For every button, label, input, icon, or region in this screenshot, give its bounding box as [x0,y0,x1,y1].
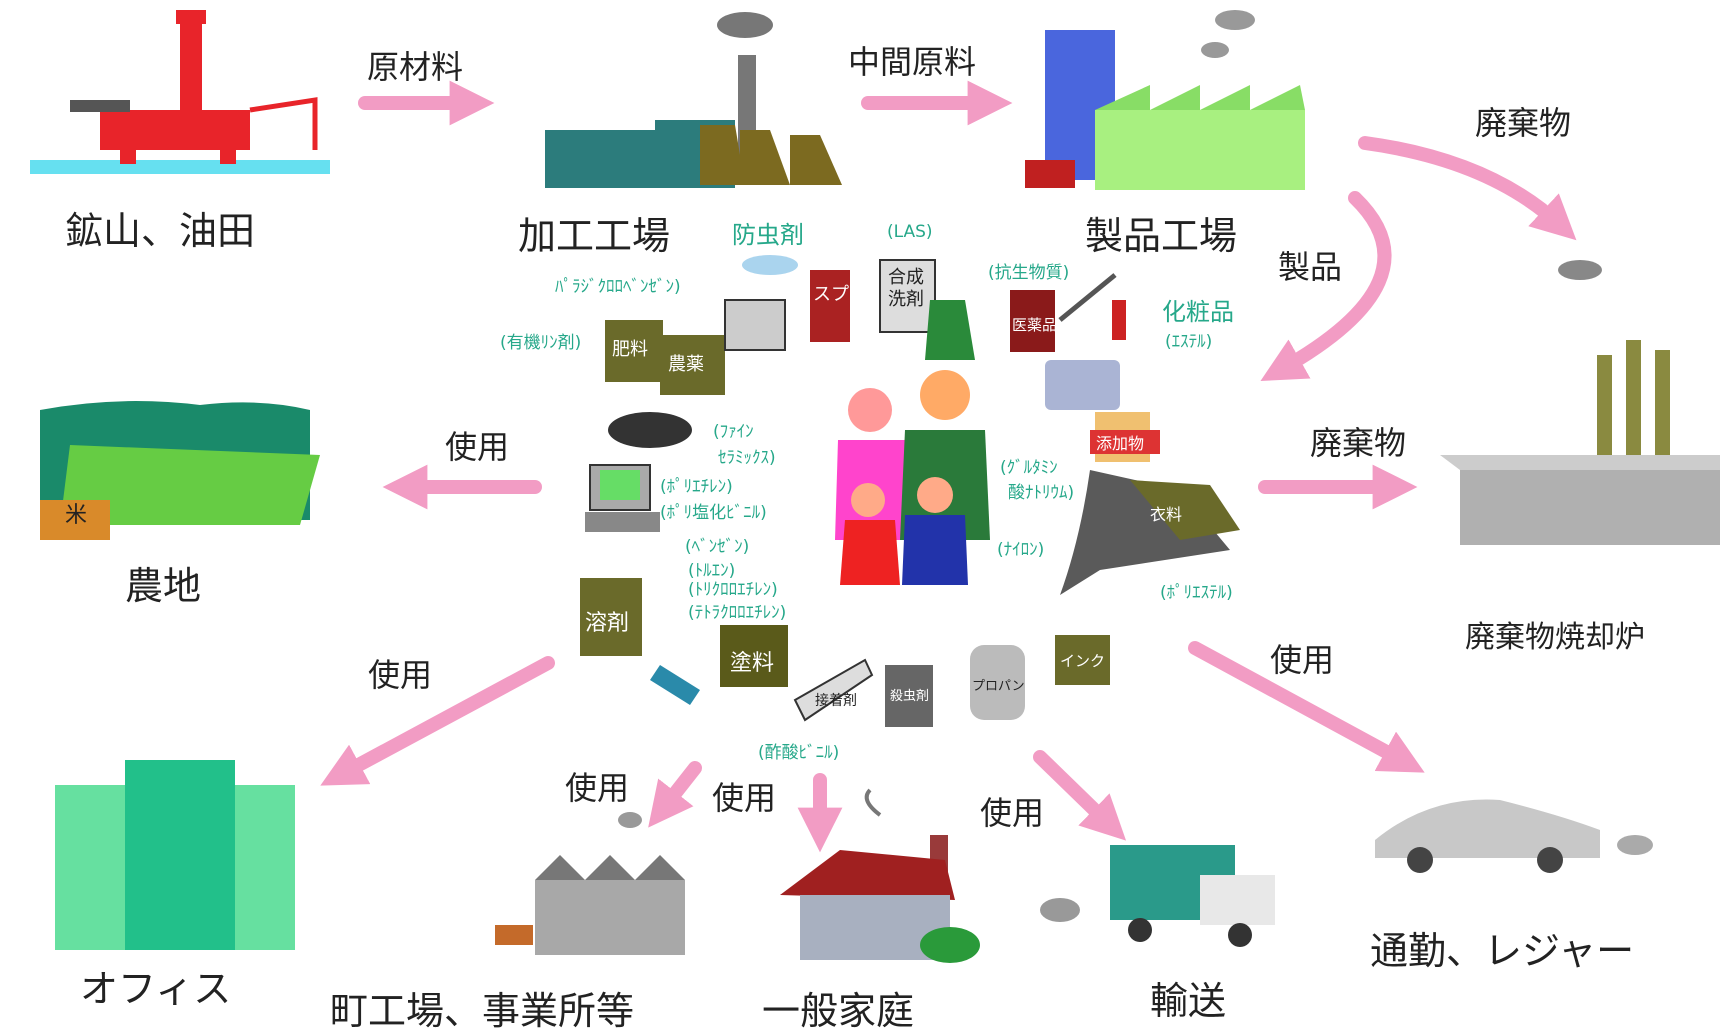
chem-glutamate-2: 酸ﾅﾄﾘｳﾑ) [1008,483,1075,503]
chem-las: (LAS) [887,222,933,242]
chem-fine-ceramics-2: ｾﾗﾐｯｸｽ) [718,448,776,468]
car-icon [1375,799,1653,873]
chem-paradichlorobenzene: ﾊﾟﾗｼﾞｸﾛﾛﾍﾞﾝｾﾞﾝ) [555,277,681,297]
oil-rig-icon [30,10,330,174]
processing-plant-icon [545,12,842,188]
spray-can [810,270,850,342]
spray-label: スプレ [813,284,867,305]
detergent-box [879,259,936,333]
node-processing-plant: 加工工場 [518,214,671,258]
adhesive-label: 接着剤 [815,692,857,709]
label-products: 製品 [1278,248,1343,286]
label-use-home: 使用 [712,779,777,817]
chemical-products-cluster [580,255,1240,727]
label-waste-mid: 廃棄物 [1310,424,1407,462]
fertilizer-label: 肥料 [612,339,648,360]
compact-case [1045,360,1120,410]
label-raw-materials: 原材料 [367,48,464,86]
propane-label: プロパン [972,679,1025,694]
chem-ester: (ｴｽﾃﾙ) [1165,332,1213,352]
pesticide-label: 農薬 [668,354,704,375]
product-factory-icon [1025,10,1305,190]
detergent-label-1: 合成 [888,267,924,288]
arrow-use-town [648,761,702,828]
label-use-town: 使用 [565,769,630,807]
chem-cosmetics: 化粧品 [1162,298,1234,326]
chem-pvc: (ﾎﾟﾘ塩化ﾋﾞﾆﾙ) [660,503,767,523]
chem-insecticide: 防虫剤 [732,221,804,249]
medicine-label: 医薬品 [1012,316,1057,334]
label-use-commute: 使用 [1270,641,1335,679]
arrow-waste-top [1358,136,1577,241]
farmland-icon: 米 [40,401,320,540]
clothes-label: 衣料 [1150,505,1182,524]
chem-antibiotic: (抗生物質) [988,263,1070,283]
node-commute-leisure: 通勤、レジャー [1370,929,1635,973]
truck-icon [1040,845,1275,947]
solvent-drum [580,578,642,656]
incinerator-icon [1440,260,1720,545]
node-incinerator: 廃棄物焼却炉 [1465,620,1645,655]
label-use-transport: 使用 [980,794,1045,832]
node-transport: 輸送 [1150,979,1227,1023]
chem-vinyl-acetate: (酢酸ﾋﾞﾆﾙ) [758,743,840,763]
label-intermediate: 中間原料 [848,43,977,81]
arrow-use-office [320,656,555,786]
detergent-label-2: 洗剤 [888,289,924,310]
chem-toluene: (ﾄﾙｴﾝ) [688,561,736,581]
insecticide-can-label: 殺虫剤 [890,688,929,704]
chem-tetrachloroethylene: (ﾃﾄﾗｸﾛﾛｴﾁﾚﾝ) [688,603,787,623]
node-town-factory: 町工場、事業所等 [330,989,635,1033]
node-farmland: 農地 [125,564,202,608]
medicine-bottle [1010,290,1055,352]
solvent-label: 溶剤 [585,611,629,636]
arrow-products [1260,191,1392,381]
paint-can [720,625,788,687]
node-household: 一般家庭 [762,989,915,1033]
arrow-use-transport [1033,750,1127,841]
chem-polyester: (ﾎﾟﾘｴｽﾃﾙ) [1160,583,1233,603]
family-icon [835,370,990,585]
chem-organophosphate: (有機ﾘﾝ剤) [500,333,582,353]
chem-polyethylene: (ﾎﾟﾘｴﾁﾚﾝ) [660,477,733,497]
rice-bag-label: 米 [65,503,87,528]
chem-fine-ceramics-1: (ﾌｧｲﾝ [713,422,754,442]
node-mine-oilfield: 鉱山、油田 [65,209,256,253]
flow-arrows [320,80,1577,853]
chem-glutamate-1: (ｸﾞﾙﾀﾐﾝ [1000,458,1058,478]
chem-nylon: (ﾅｲﾛﾝ) [997,540,1045,560]
additive-label: 添加物 [1096,434,1144,453]
node-product-factory: 製品工場 [1085,214,1238,258]
label-use-farm: 使用 [445,428,510,466]
label-waste-top: 廃棄物 [1475,104,1572,142]
chem-benzene: (ﾍﾞﾝｾﾞﾝ) [685,537,750,557]
paint-label: 塗料 [730,651,774,676]
chem-trichloroethylene: (ﾄﾘｸﾛﾛｴﾁﾚﾝ) [688,580,778,600]
office-building-icon [55,760,295,950]
node-office: オフィス [80,967,232,1011]
house-icon [780,788,980,963]
ink-label: インク [1060,652,1105,670]
arrow-use-commute [1188,641,1425,773]
town-factory-icon [495,812,685,955]
label-use-office: 使用 [368,656,433,694]
